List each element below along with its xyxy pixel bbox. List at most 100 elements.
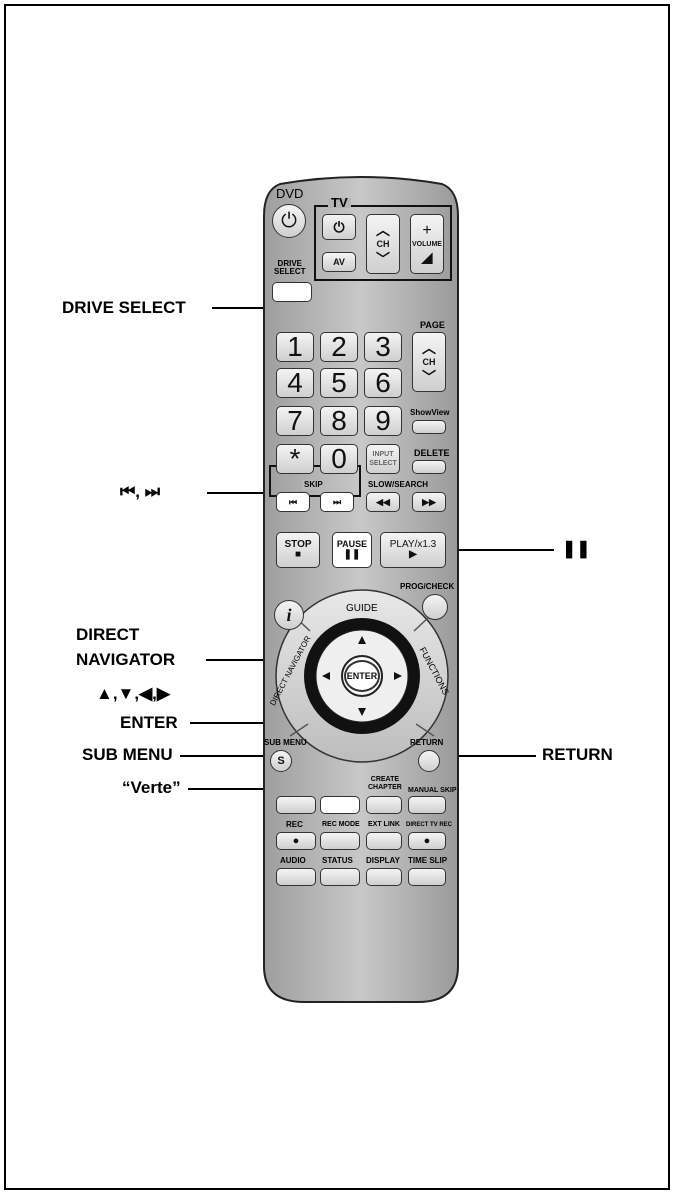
digit-4-button[interactable]: 4	[276, 367, 314, 398]
callout-direct-navigator-line1: DIRECT	[76, 625, 140, 644]
callout-drive-select: DRIVE SELECT	[62, 298, 186, 317]
audio-button[interactable]	[276, 868, 316, 886]
green-verte-button[interactable]	[320, 796, 360, 814]
rewind-icon: ◀◀	[376, 496, 390, 507]
digit-0-button[interactable]: 0	[320, 443, 358, 474]
info-icon: i	[286, 604, 292, 625]
page-frame	[4, 4, 670, 1190]
remote-control: DVD ⏻ TV ⏻ AV ︿ CH ﹀ + VOLUME ◢ DRIVE SE…	[258, 176, 464, 1006]
av-label: AV	[333, 256, 345, 267]
direct-tv-rec-label: DIRECT TV REC	[406, 822, 453, 828]
slow-search-forward-button[interactable]: ▶▶	[412, 492, 446, 512]
chevron-up-icon: ︿	[376, 221, 390, 238]
skip-next-icon: ⏭	[332, 496, 342, 507]
rec-mode-button[interactable]	[320, 832, 360, 850]
play-button[interactable]: PLAY/x1.3 ▶	[380, 532, 446, 568]
status-button[interactable]	[320, 868, 360, 886]
play-icon: ▶	[409, 549, 417, 560]
arrow-down-button[interactable]	[352, 704, 372, 722]
volume-label: VOLUME	[412, 241, 442, 248]
leader-enter	[190, 722, 310, 724]
callout-direct-navigator-line2: NAVIGATOR	[76, 650, 176, 669]
digit-3-button[interactable]: 3	[364, 331, 402, 362]
leader-sub-menu	[180, 755, 278, 757]
leader-drive-select	[212, 307, 280, 309]
slow-search-label: SLOW/SEARCH	[368, 480, 428, 489]
delete-label: DELETE	[414, 448, 450, 458]
digit-9-button[interactable]: 9	[364, 405, 402, 436]
enter-label: ENTER	[346, 670, 378, 681]
return-button[interactable]	[418, 750, 440, 772]
arrow-left-button[interactable]	[316, 666, 334, 686]
digit-6-button[interactable]: 6	[364, 367, 402, 398]
arrow-up-button[interactable]	[352, 630, 372, 648]
sub-menu-button[interactable]: S	[270, 750, 292, 772]
enter-button[interactable]: ENTER	[344, 660, 380, 692]
chevron-up-icon: ︿	[422, 339, 436, 356]
digit-5-button[interactable]: 5	[320, 367, 358, 398]
audio-label: AUDIO	[280, 856, 306, 865]
drive-select-button[interactable]	[272, 282, 312, 302]
direct-tv-rec-button[interactable]: ●	[408, 832, 446, 850]
page-channel-rocker[interactable]: ︿ CH ﹀	[412, 332, 446, 392]
showview-button[interactable]	[412, 420, 446, 434]
skip-previous-button[interactable]: ⏮	[276, 492, 310, 512]
play-label: PLAY/x1.3	[389, 539, 437, 550]
create-chapter-button[interactable]	[366, 796, 402, 814]
time-slip-button[interactable]	[408, 868, 446, 886]
leader-green	[188, 788, 316, 790]
input-select-button[interactable]: INPUT SELECT	[366, 444, 400, 474]
slow-search-rewind-button[interactable]: ◀◀	[366, 492, 400, 512]
dvd-power-button[interactable]: ⏻	[272, 204, 306, 238]
arrow-right-button[interactable]	[390, 666, 408, 686]
skip-next-button[interactable]: ⏭	[320, 492, 354, 512]
asterisk-button[interactable]: *	[276, 443, 314, 474]
pause-button[interactable]: PAUSE ❚❚	[332, 532, 372, 568]
return-label: RETURN	[410, 738, 444, 747]
plus-icon: +	[422, 222, 432, 239]
record-dot-icon: ●	[292, 835, 300, 847]
rec-button[interactable]: ●	[276, 832, 316, 850]
info-button[interactable]: i	[274, 600, 304, 630]
digit-8-button[interactable]: 8	[320, 405, 358, 436]
digit-2-button[interactable]: 2	[320, 331, 358, 362]
tv-av-button[interactable]: AV	[322, 252, 356, 272]
callout-pause: ❚❚	[562, 539, 591, 558]
delete-button[interactable]	[412, 460, 446, 474]
leader-skip	[207, 492, 273, 494]
chevron-down-icon: ﹀	[422, 368, 436, 385]
page-label: PAGE	[420, 320, 445, 330]
manual-skip-label: MANUAL SKIP	[408, 787, 457, 794]
stop-button[interactable]: STOP ■	[276, 532, 320, 568]
ext-link-button[interactable]	[366, 832, 402, 850]
skip-label: SKIP	[302, 480, 325, 490]
prog-check-label: PROG/CHECK	[400, 582, 455, 591]
manual-skip-button[interactable]	[408, 796, 446, 814]
callout-green: “Verte”	[122, 778, 181, 797]
sub-menu-label: SUB MENU	[264, 738, 307, 747]
display-label: DISPLAY	[366, 856, 400, 865]
direct-navigator-button[interactable]	[276, 634, 306, 714]
tv-label: TV	[328, 196, 351, 209]
functions-button[interactable]	[418, 634, 448, 714]
status-label: STATUS	[322, 856, 353, 865]
showview-label: ShowView	[410, 408, 450, 417]
dvd-label: DVD	[276, 186, 304, 201]
digit-7-button[interactable]: 7	[276, 405, 314, 436]
callout-arrows: ▲,▼,◀,▶	[96, 684, 170, 703]
display-button[interactable]	[366, 868, 402, 886]
callout-skip: ⏮, ⏭	[120, 482, 161, 501]
tv-power-button[interactable]: ⏻	[322, 214, 356, 240]
guide-button[interactable]	[322, 594, 402, 620]
rec-mode-label: REC MODE	[322, 821, 360, 828]
tv-channel-rocker[interactable]: ︿ CH ﹀	[366, 214, 400, 274]
rec-label: REC	[286, 820, 303, 829]
s-icon: S	[277, 754, 285, 767]
prog-check-button[interactable]	[422, 594, 448, 620]
create-chapter-label: CREATE CHAPTER	[368, 776, 402, 791]
digit-1-button[interactable]: 1	[276, 331, 314, 362]
red-button[interactable]	[276, 796, 316, 814]
callout-sub-menu: SUB MENU	[82, 745, 173, 764]
chevron-down-icon: ﹀	[376, 250, 390, 267]
tv-volume-rocker[interactable]: + VOLUME ◢	[410, 214, 444, 274]
